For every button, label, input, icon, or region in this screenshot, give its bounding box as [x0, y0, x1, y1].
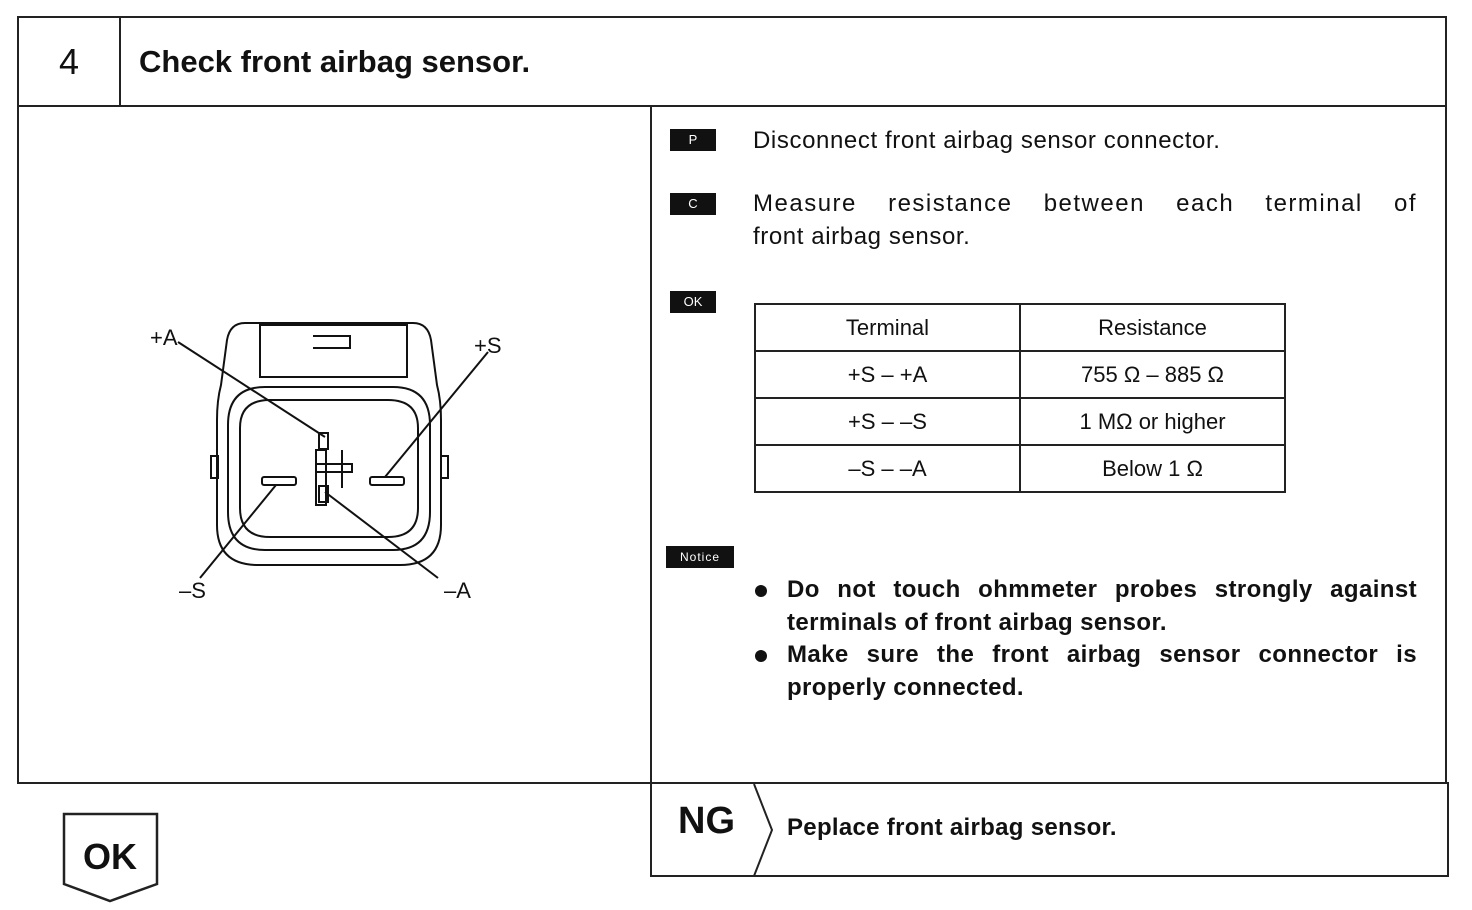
connector-face: [227, 386, 431, 551]
step-number: 4: [19, 18, 121, 105]
notice-item-text: Do not touch ohmmeter probes strongly ag…: [787, 576, 1417, 636]
connector-housing: [216, 322, 442, 566]
table-cell-resistance: Below 1 Ω: [1019, 444, 1286, 493]
ok-arrow-icon: [62, 812, 159, 903]
table-header-terminal: Terminal: [754, 303, 1021, 352]
table-row: +S – +A 755 Ω – 885 Ω: [754, 350, 1286, 399]
table-cell-terminal: +S – +A: [754, 350, 1021, 399]
table-header-row: Terminal Resistance: [754, 303, 1286, 352]
terminal-plus-s: [369, 476, 405, 486]
ng-label: NG: [678, 800, 735, 842]
step-header: 4 Check front airbag sensor.: [17, 16, 1447, 107]
ok-flow-label: OK: [83, 836, 137, 877]
step-c-text: Measure resistance between each terminal…: [753, 187, 1417, 253]
tag-c: C: [670, 193, 716, 215]
label-plus-a: +A: [150, 325, 178, 350]
bullet-icon: [755, 650, 767, 662]
table-header-resistance: Resistance: [1019, 303, 1286, 352]
step-c-line-2: front airbag sensor.: [753, 223, 971, 250]
table-row: –S – –A Below 1 Ω: [754, 444, 1286, 493]
table-cell-terminal: +S – –S: [754, 397, 1021, 446]
shorting-bar: [315, 449, 327, 506]
step-p-text: Disconnect front airbag sensor connector…: [753, 127, 1221, 154]
ng-box: [650, 782, 1449, 877]
terminal-minus-s: [261, 476, 297, 486]
content-frame: [17, 105, 1447, 784]
notice-item: Do not touch ohmmeter probes strongly ag…: [753, 574, 1417, 639]
label-minus-a: –A: [444, 578, 471, 603]
tag-ok: OK: [670, 291, 716, 313]
step-title: Check front airbag sensor.: [139, 43, 531, 79]
table-cell-terminal: –S – –A: [754, 444, 1021, 493]
table-cell-resistance: 755 Ω – 885 Ω: [1019, 350, 1286, 399]
notice-item: Make sure the front airbag sensor connec…: [753, 639, 1417, 704]
tag-p: P: [670, 129, 716, 151]
connector-latch: [259, 324, 408, 378]
resistance-table: Terminal Resistance +S – +A 755 Ω – 885 …: [754, 303, 1286, 493]
connector-diagram: +A +S –S –A: [150, 322, 502, 603]
notice-item-text: Make sure the front airbag sensor connec…: [787, 641, 1417, 701]
chevron-right-icon: [753, 784, 774, 876]
table-row: +S – –S 1 MΩ or higher: [754, 397, 1286, 446]
label-plus-s: +S: [474, 333, 502, 358]
column-divider: [650, 107, 652, 877]
table-cell-resistance: 1 MΩ or higher: [1019, 397, 1286, 446]
ng-action-text: Peplace front airbag sensor.: [787, 814, 1117, 841]
step-c-line-1: Measure resistance between each terminal…: [753, 190, 1417, 217]
label-minus-s: –S: [179, 578, 206, 603]
bullet-icon: [755, 585, 767, 597]
tag-notice: Notice: [666, 546, 734, 568]
notice-list: Do not touch ohmmeter probes strongly ag…: [753, 574, 1417, 704]
